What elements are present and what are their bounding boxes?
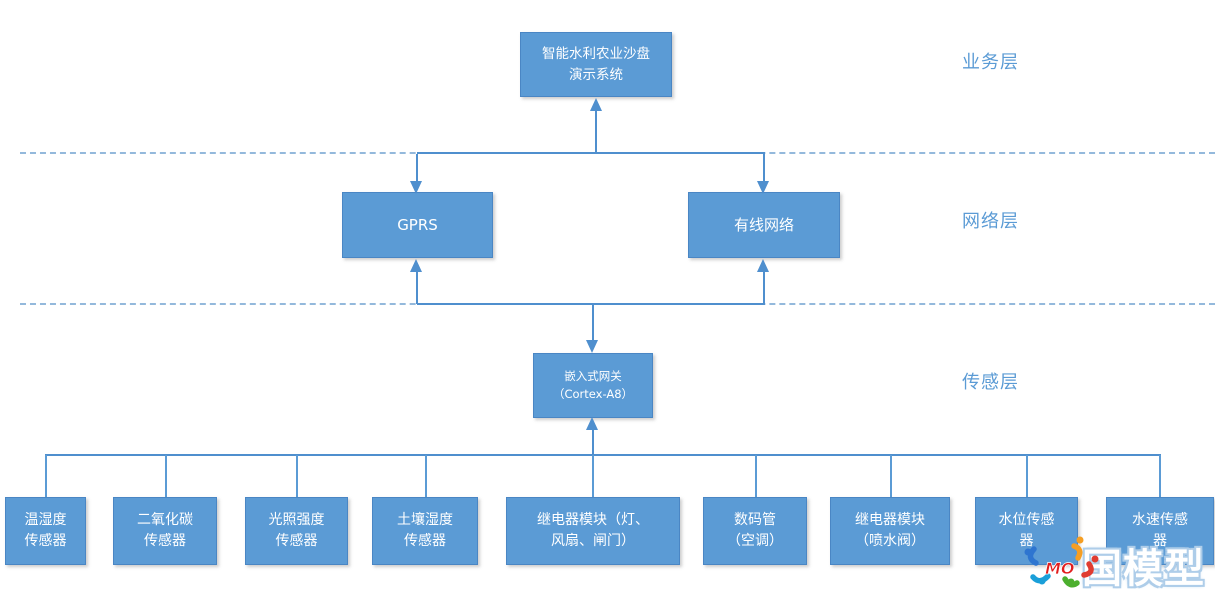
arrowhead-down-into-gateway	[586, 340, 598, 353]
device-label: 继电器模块（灯、 风扇、闸门）	[537, 512, 649, 549]
edge-system-vertical	[595, 111, 597, 154]
system-node-label: 智能水利农业沙盘 演示系统	[542, 46, 650, 83]
stub-device-9	[1159, 455, 1161, 497]
arrowhead-up-into-gprs	[410, 259, 422, 272]
layer-label-network: 网络层	[962, 211, 1019, 232]
edge-network-top-bus	[417, 152, 765, 154]
wired-network-node-label: 有线网络	[733, 215, 794, 234]
stub-device-1	[45, 455, 47, 497]
device-label: 水速传感 器	[1132, 512, 1188, 549]
watermark-text: 国模型网	[1082, 546, 1205, 589]
edge-network-bottom-bus	[417, 303, 765, 305]
stub-device-5	[592, 455, 594, 497]
stub-device-4	[425, 455, 427, 497]
device-label: 光照强度 传感器	[268, 512, 325, 549]
device-water-level-sensor: 水位传感 器	[975, 497, 1078, 565]
arrowhead-up-into-gateway	[586, 417, 598, 430]
gprs-node: GPRS	[342, 192, 493, 258]
device-label: 土壤湿度 传感器	[397, 512, 453, 549]
arrowhead-down-into-wired	[757, 181, 769, 194]
device-soil-moisture-sensor: 土壤湿度 传感器	[372, 497, 478, 565]
device-relay-module-lights: 继电器模块（灯、 风扇、闸门）	[506, 497, 680, 565]
stub-device-7	[890, 455, 892, 497]
layer-label-sensor: 传感层	[962, 372, 1019, 393]
edge-from-wired-bottom	[763, 271, 765, 304]
device-label: 二氧化碳 传感器	[137, 512, 193, 549]
arrowhead-up-into-wired	[757, 259, 769, 272]
device-label: 温湿度 传感器	[24, 512, 67, 549]
watermark-logo: MO	[1024, 536, 1099, 588]
watermark-logo-text: MO	[1045, 559, 1075, 578]
device-label: 继电器模块 （喷水阀）	[855, 512, 925, 549]
edge-to-gateway-top	[592, 305, 594, 341]
layer-label-business: 业务层	[962, 52, 1019, 73]
wired-network-node: 有线网络	[688, 192, 840, 258]
device-digital-tube-ac: 数码管 （空调）	[703, 497, 807, 565]
system-node: 智能水利农业沙盘 演示系统	[520, 32, 672, 97]
device-temp-humidity-sensor: 温湿度 传感器	[5, 497, 86, 565]
gateway-node-label: 嵌入式网关 （Cortex-A8）	[552, 369, 634, 401]
edge-from-gprs-bottom	[416, 271, 418, 304]
device-label: 水位传感 器	[998, 512, 1055, 549]
stub-device-3	[296, 455, 298, 497]
device-water-speed-sensor: 水速传感 器	[1106, 497, 1214, 565]
edge-to-wired-top	[763, 154, 765, 182]
edge-bus-to-gateway	[592, 429, 594, 455]
arrowhead-up-into-system	[590, 98, 602, 111]
device-co2-sensor: 二氧化碳 传感器	[113, 497, 217, 565]
edge-to-gprs-top	[416, 154, 418, 182]
stub-device-6	[755, 455, 757, 497]
sensor-bus-line	[45, 454, 1161, 456]
stub-device-8	[1026, 455, 1028, 497]
stub-device-2	[165, 455, 167, 497]
gprs-node-label: GPRS	[397, 215, 438, 234]
device-label: 数码管 （空调）	[727, 512, 783, 549]
device-relay-module-sprinkler: 继电器模块 （喷水阀）	[830, 497, 950, 565]
device-light-intensity-sensor: 光照强度 传感器	[245, 497, 348, 565]
gateway-node: 嵌入式网关 （Cortex-A8）	[533, 353, 653, 418]
arrowhead-down-into-gprs	[410, 181, 422, 194]
